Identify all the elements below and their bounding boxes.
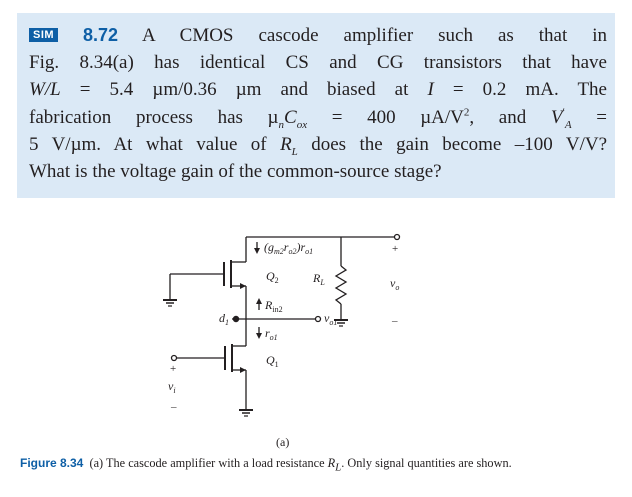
label-q1: Q1 bbox=[266, 353, 279, 369]
label-rl: RL bbox=[312, 271, 325, 287]
label-vi: vi bbox=[168, 379, 176, 395]
figure-part-label: (a) bbox=[276, 435, 290, 449]
arrow-down-ro1 bbox=[256, 333, 262, 339]
problem-line-3: W/L = 5.4 µm/0.36 µm and biased at I = 0… bbox=[29, 79, 607, 101]
label-vo: vo bbox=[390, 276, 399, 292]
problem-line-5: 5 V/µm. At what value of RL does the gai… bbox=[29, 133, 607, 158]
vo1-terminal bbox=[314, 315, 322, 323]
cascode-circuit-diagram: (gm2ro2)ro1 Q2 RL + vo – Rin2 d1 vo1 ro1… bbox=[163, 233, 401, 417]
label-vo1: vo1 bbox=[324, 311, 337, 327]
arrow-down-top bbox=[254, 248, 260, 254]
q1-source-arrow bbox=[240, 367, 246, 373]
problem-box: SIM 8.72 A CMOS cascode amplifier such a… bbox=[17, 13, 615, 198]
q2-source-arrow bbox=[240, 283, 246, 289]
label-plus-in: + bbox=[170, 363, 176, 375]
problem-line-6: What is the voltage gain of the common-s… bbox=[29, 161, 442, 183]
problem-line-1: A CMOS cascode amplifier such as that in bbox=[142, 25, 607, 46]
problem-line-4: fabrication process has µnCox = 400 µA/V… bbox=[29, 106, 608, 131]
label-q2: Q2 bbox=[266, 269, 279, 285]
caption-figure-label: Figure 8.34 bbox=[20, 456, 84, 470]
label-minus-out: – bbox=[391, 315, 398, 327]
label-ro1: ro1 bbox=[265, 326, 278, 342]
figure-caption: Figure 8.34 (a) The cascode amplifier wi… bbox=[20, 456, 512, 474]
label-rin2: Rin2 bbox=[264, 298, 283, 314]
output-terminal-top bbox=[393, 233, 401, 241]
problem-statement: SIM 8.72 A CMOS cascode amplifier such a… bbox=[29, 22, 607, 185]
arrow-up-rin2 bbox=[256, 298, 262, 304]
label-d1: d1 bbox=[219, 311, 229, 327]
label-top-impedance: (gm2ro2)ro1 bbox=[264, 240, 313, 256]
rl-resistor bbox=[334, 265, 348, 305]
label-minus-in: – bbox=[170, 401, 177, 413]
problem-line-2: Fig. 8.34(a) has identical CS and CG tra… bbox=[29, 52, 607, 74]
input-terminal bbox=[170, 354, 178, 362]
problem-number: 8.72 bbox=[83, 25, 119, 45]
sim-badge[interactable]: SIM bbox=[29, 28, 59, 42]
label-plus-out: + bbox=[392, 243, 398, 255]
